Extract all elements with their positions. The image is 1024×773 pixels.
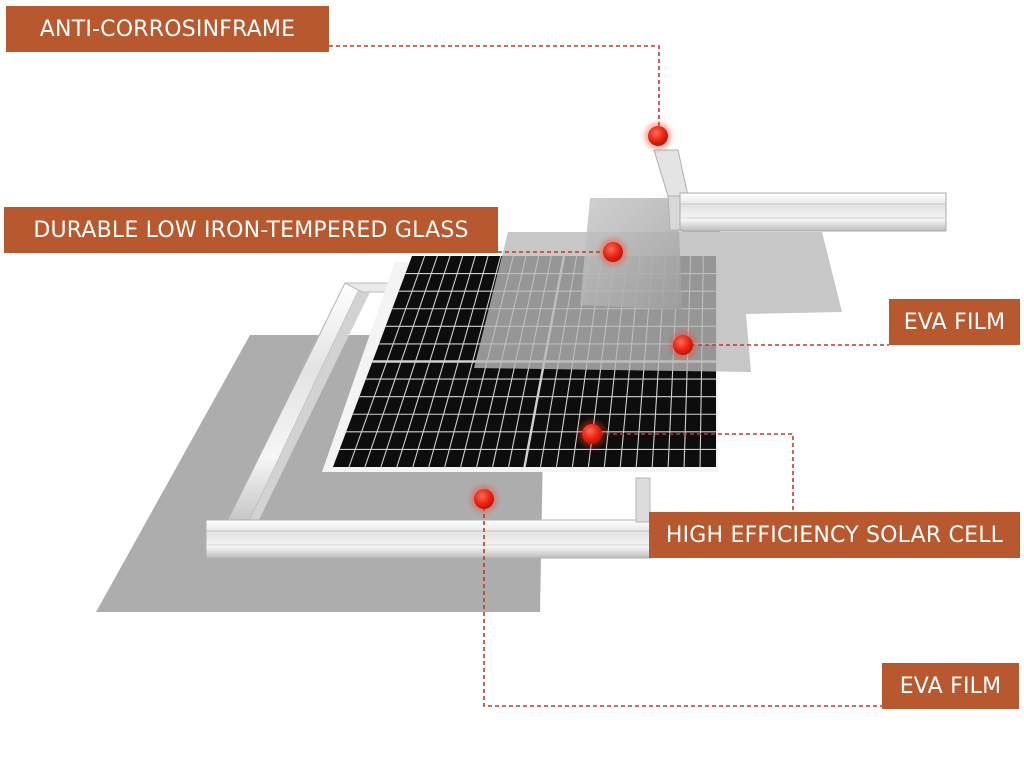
markers: [470, 122, 697, 513]
label-eva-film-top: EVA FILM: [889, 299, 1020, 345]
label-solar-cell: HIGH EFFICIENCY SOLAR CELL: [649, 512, 1020, 558]
marker-eva-bottom-dot: [470, 485, 498, 513]
anti-corrosion-frame-piece: [653, 149, 947, 232]
leader-eva-bottom: [483, 500, 882, 707]
leader-frame: [329, 45, 660, 136]
leader-solar-cell: [592, 433, 794, 512]
leader-lines: [329, 45, 889, 707]
marker-solar-cell-dot: [578, 420, 606, 448]
tempered-glass-layer: [580, 198, 682, 310]
frame-right-post: [635, 477, 651, 523]
label-anti-corrosion-frame: ANTI-CORROSINFRAME: [6, 6, 329, 52]
frame-left-rail-inner: [244, 283, 371, 532]
marker-eva-top-dot: [669, 331, 697, 359]
label-tempered-glass: DURABLE LOW IRON-TEMPERED GLASS: [4, 207, 498, 253]
label-eva-film-bottom: EVA FILM: [882, 663, 1019, 709]
frame-front-rail: [205, 519, 652, 559]
marker-glass-dot: [599, 238, 627, 266]
marker-frame-dot: [644, 122, 672, 150]
